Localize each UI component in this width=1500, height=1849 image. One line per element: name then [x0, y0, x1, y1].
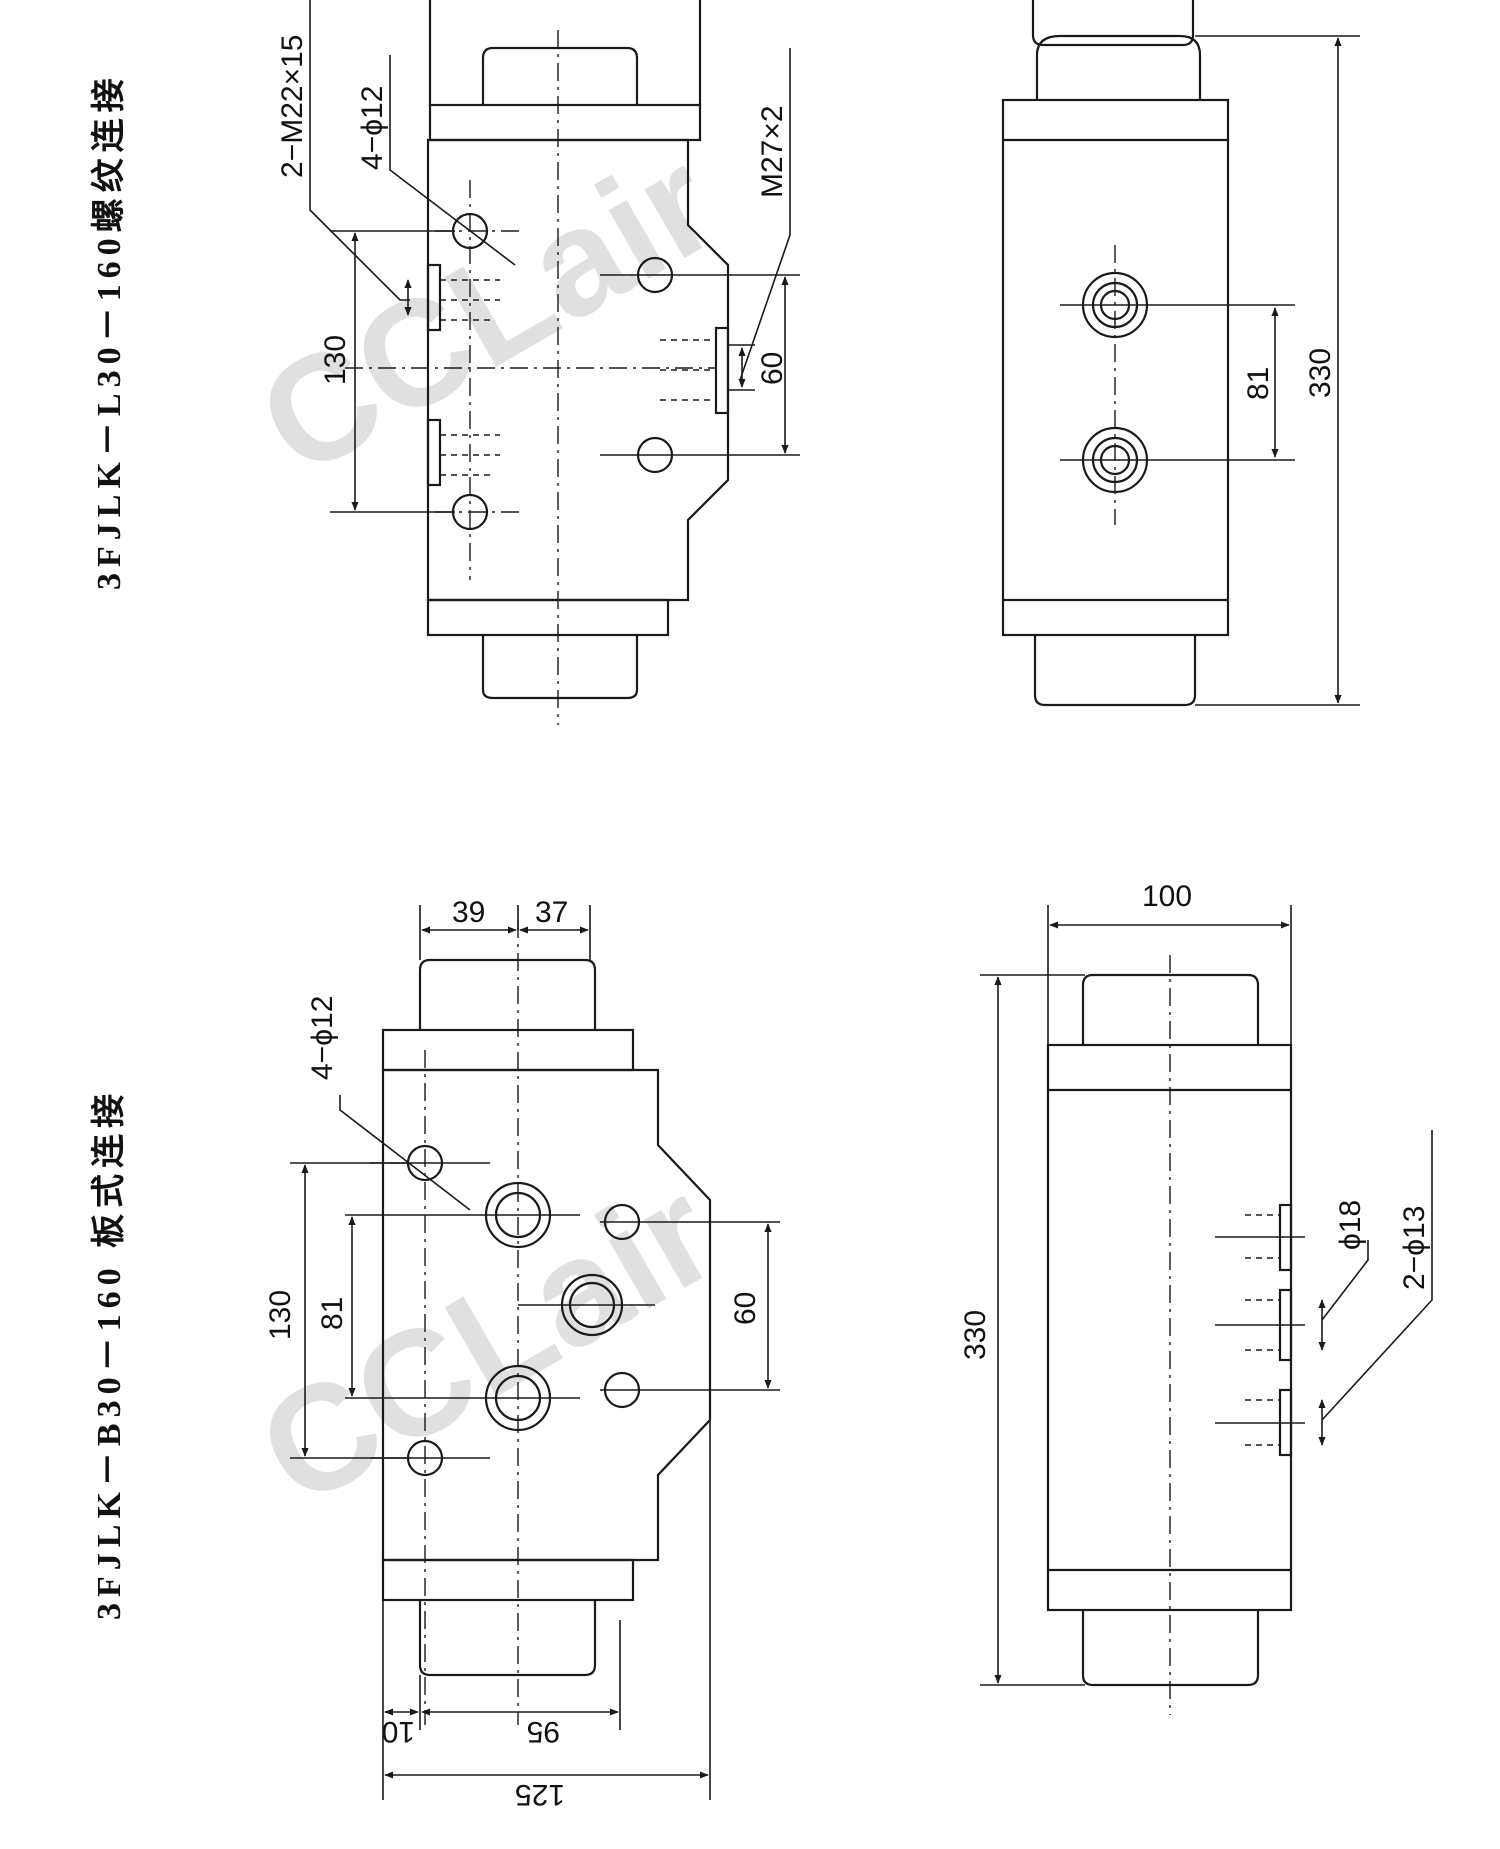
svg-text:2−ϕ13: 2−ϕ13: [1398, 1206, 1431, 1290]
svg-text:ϕ18: ϕ18: [1334, 1200, 1367, 1250]
svg-text:81: 81: [316, 1297, 349, 1330]
svg-text:125: 125: [515, 1778, 565, 1811]
bottom-side-view: [1046, 955, 1305, 1715]
bottom-front-dims: 39 37 130 81 60 4−ϕ12 10 95 125: [264, 896, 772, 1811]
top-side-dims: 81 330: [1195, 35, 1360, 706]
svg-text:M27×2: M27×2: [756, 105, 789, 198]
title-top: 3FJLK－L30－160螺纹连接: [90, 72, 128, 590]
svg-text:2−M22×15: 2−M22×15: [276, 35, 309, 178]
svg-text:10: 10: [382, 1715, 415, 1748]
svg-text:39: 39: [452, 896, 485, 929]
svg-text:60: 60: [756, 352, 789, 385]
bottom-side-dims: 100 330 ϕ18 2−ϕ13: [959, 880, 1433, 1686]
svg-text:330: 330: [1304, 348, 1337, 398]
svg-text:4−ϕ12: 4−ϕ12: [306, 996, 339, 1080]
top-front-dims: 130 60 2−M22×15 4−ϕ12 M27×2: [276, 0, 791, 513]
svg-text:130: 130: [319, 335, 352, 385]
svg-text:81: 81: [1242, 367, 1275, 400]
title-bottom: 3FJLK－B30－160 板式连接: [90, 1088, 128, 1620]
svg-text:60: 60: [729, 1292, 762, 1325]
svg-text:4−ϕ12: 4−ϕ12: [356, 86, 389, 170]
svg-text:100: 100: [1142, 880, 1192, 913]
svg-text:330: 330: [959, 1310, 992, 1360]
svg-text:37: 37: [535, 896, 568, 929]
svg-text:95: 95: [527, 1715, 560, 1748]
svg-text:130: 130: [264, 1290, 297, 1340]
top-side-view: [1001, 0, 1295, 707]
top-front-view: [345, 0, 800, 725]
